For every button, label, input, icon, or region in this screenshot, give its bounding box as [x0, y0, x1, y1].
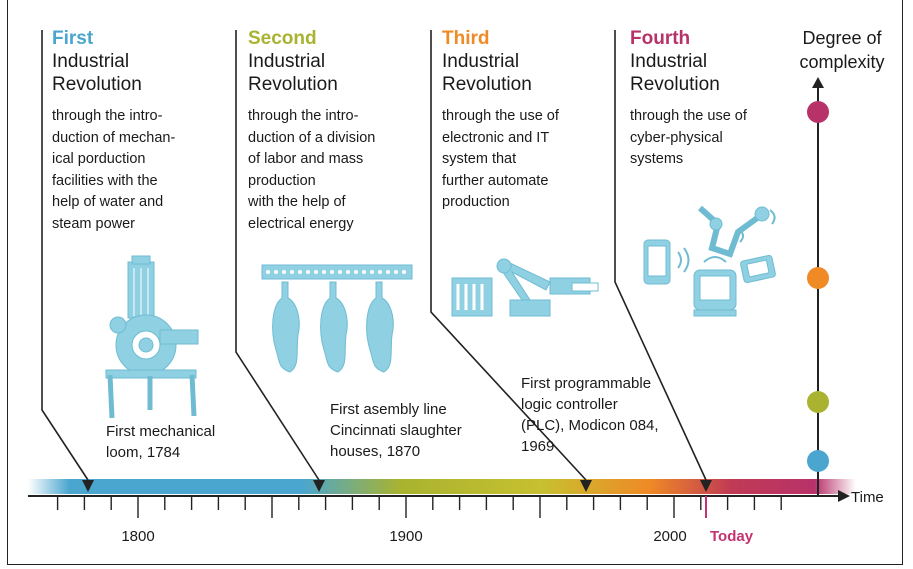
pointer-arrow-third	[580, 480, 592, 492]
complexity-axis-arrow	[812, 77, 824, 88]
tick-label-2000: 2000	[653, 528, 687, 545]
cyber-physical-illustration	[643, 205, 776, 317]
time-axis-ticks	[56, 496, 782, 518]
rail-dot	[306, 270, 310, 274]
assembly-line-illustration	[261, 264, 413, 373]
robot-arm-illustration	[451, 258, 599, 317]
milestone-third: First programmable logic controller (PLC…	[521, 375, 659, 455]
revolution-description: through the use of electronic and IT sys…	[442, 108, 559, 210]
pointer-arrow-fourth	[700, 480, 712, 492]
revolution-title: Industrial Revolution	[442, 51, 532, 95]
revolution-description: through the intro- duction of a division…	[248, 108, 376, 232]
today-label: Today	[710, 528, 754, 545]
rail-dot	[354, 270, 358, 274]
rail-dot	[266, 270, 270, 274]
rail-dot	[274, 270, 278, 274]
rail-dot	[362, 270, 366, 274]
diagram-frame	[7, 0, 903, 565]
rail-dot	[378, 270, 382, 274]
rail-dot	[394, 270, 398, 274]
revolution-name: First	[52, 28, 94, 49]
complexity-dot-second	[807, 391, 829, 413]
rail-dot	[386, 270, 390, 274]
rail-dot	[298, 270, 302, 274]
pointer-arrow-first	[82, 480, 94, 492]
tick-label-1900: 1900	[389, 528, 423, 545]
revolution-title: Industrial Revolution	[52, 51, 142, 95]
revolution-name: Third	[442, 28, 490, 49]
pointer-line-first	[41, 30, 89, 481]
rail-dot	[402, 270, 406, 274]
complexity-dot-third	[807, 267, 829, 289]
rail-dot	[282, 270, 286, 274]
revolution-fourth: Fourth Industrial Revolution through the…	[630, 27, 805, 171]
milestone-second: First asembly line Cincinnati slaughter …	[330, 401, 462, 460]
time-axis-arrow	[838, 490, 850, 502]
pointer-line-second	[235, 30, 320, 481]
rail-dot	[314, 270, 318, 274]
revolution-second: Second Industrial Revolution through the…	[248, 27, 423, 235]
revolution-description: through the intro- duction of mechan- ic…	[52, 108, 176, 232]
pointer-line-third	[430, 30, 587, 481]
milestone-first: First mechanical loom, 1784	[106, 423, 216, 461]
revolution-title: Industrial Revolution	[248, 51, 338, 95]
rail-dot	[290, 270, 294, 274]
header-fragment: g b g	[60, 0, 103, 14]
revolution-description: through the use of cyber-physical system…	[630, 108, 747, 167]
revolution-third: Third Industrial Revolution through the …	[442, 27, 617, 214]
revolution-name: Second	[248, 28, 317, 49]
rail-dot	[370, 270, 374, 274]
tick-label-1800: 1800	[121, 528, 155, 545]
revolution-first: First Industrial Revolution through the …	[52, 27, 227, 235]
revolution-name: Fourth	[630, 28, 691, 49]
timeline-band	[28, 479, 856, 494]
rail-dot	[330, 270, 334, 274]
pointer-arrow-second	[313, 480, 325, 492]
mechanical-loom-illustration	[105, 255, 199, 419]
complexity-dot-fourth	[807, 101, 829, 123]
complexity-axis-label: Degree of complexity	[799, 28, 885, 72]
complexity-dot-first	[807, 450, 829, 472]
rail-dot	[322, 270, 326, 274]
rail-dot	[346, 270, 350, 274]
rail-dot	[338, 270, 342, 274]
time-axis-label: Time	[851, 489, 884, 506]
pointer-line-fourth	[614, 30, 707, 481]
revolution-title: Industrial Revolution	[630, 51, 720, 95]
